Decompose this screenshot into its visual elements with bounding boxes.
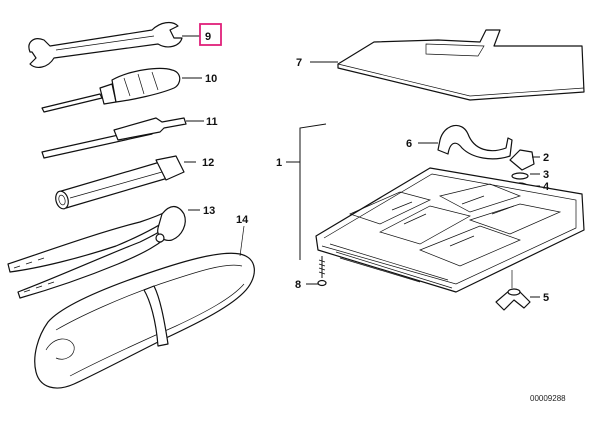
label-13[interactable]: 13 — [203, 205, 215, 217]
highlight-box — [199, 23, 222, 46]
tool-tray-part[interactable] — [315, 167, 585, 293]
label-11[interactable]: 11 — [206, 116, 218, 128]
pliers-part[interactable] — [7, 205, 186, 299]
label-14[interactable]: 14 — [236, 214, 249, 226]
label-10[interactable]: 10 — [205, 73, 217, 85]
tool-pouch-part[interactable] — [34, 225, 255, 389]
label-6[interactable]: 6 — [406, 138, 412, 150]
label-3[interactable]: 3 — [543, 169, 549, 181]
label-5[interactable]: 5 — [543, 292, 549, 304]
label-1[interactable]: 1 — [276, 157, 282, 169]
screw-part[interactable] — [317, 256, 327, 287]
label-7[interactable]: 7 — [296, 57, 302, 69]
diagram-code: 00009288 — [530, 394, 566, 403]
socket-tube-part[interactable] — [54, 155, 185, 210]
label-2[interactable]: 2 — [543, 152, 549, 164]
bracket-1 — [299, 123, 327, 260]
label-9[interactable]: 9 — [205, 31, 211, 43]
label-4[interactable]: 4 — [543, 181, 550, 193]
screwdriver-part[interactable] — [41, 67, 181, 113]
strap-part[interactable] — [437, 124, 513, 160]
punch-part[interactable] — [41, 117, 187, 159]
wing-nut-part[interactable] — [495, 270, 531, 311]
label-12[interactable]: 12 — [202, 157, 214, 169]
label-8[interactable]: 8 — [295, 279, 301, 291]
tray-cover-part[interactable] — [337, 29, 585, 101]
wrench-part[interactable] — [28, 21, 183, 68]
